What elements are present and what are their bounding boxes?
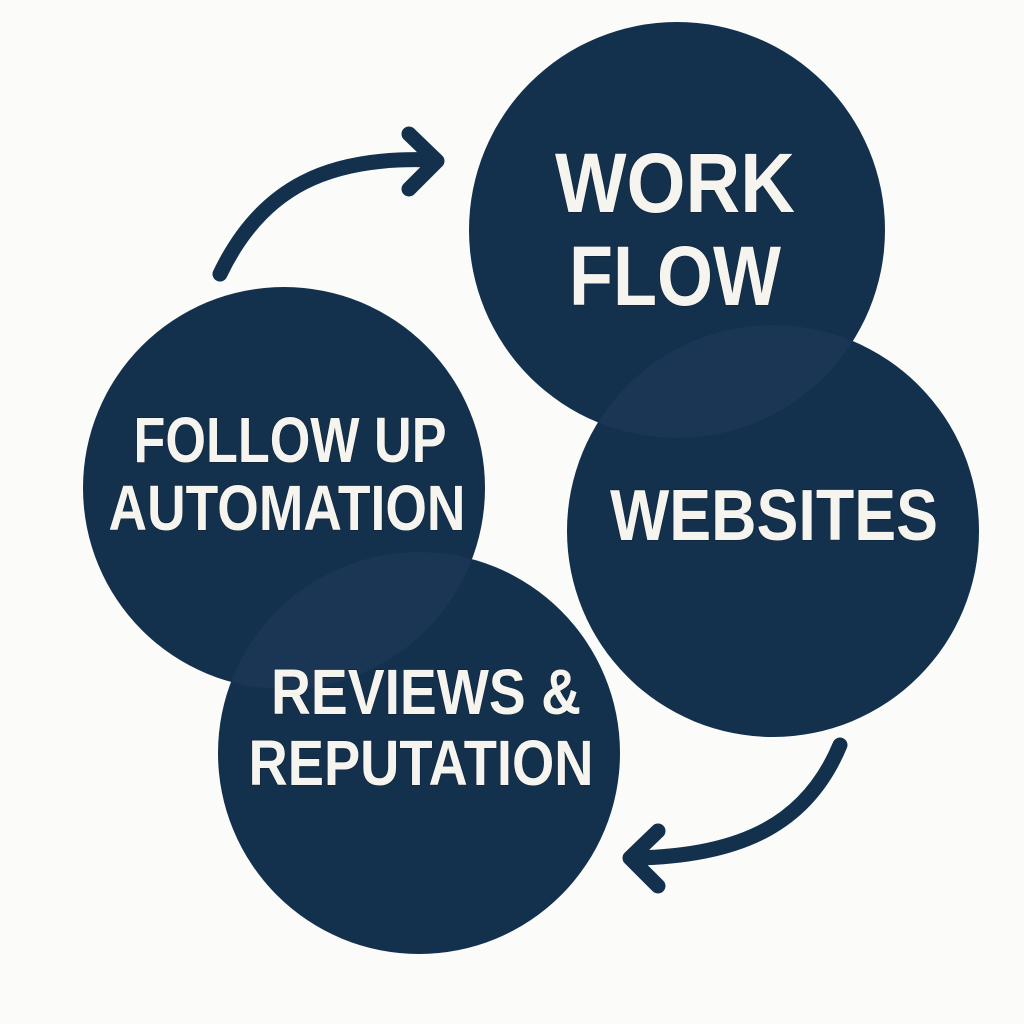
arrow-shaft [627, 737, 848, 866]
arrowhead-right-icon [401, 126, 445, 197]
arrow-websites-to-reviews [622, 737, 848, 894]
workflow-label-line-2: FLOW [569, 229, 782, 323]
arrow-followup-to-workflow [212, 126, 445, 282]
node-reviews-reputation[interactable]: REVIEWS & REPUTATION [218, 552, 620, 954]
node-websites[interactable]: WEBSITES [567, 325, 979, 737]
websites-label: WEBSITES [610, 476, 938, 556]
workflow-label-line-1: WORK [555, 136, 795, 230]
node-follow-up-automation[interactable]: FOLLOW UP AUTOMATION [83, 287, 485, 689]
arrow-shaft [212, 152, 440, 282]
overlap-highlight [218, 552, 485, 689]
reviews-label-line-1: REVIEWS & [271, 656, 581, 728]
node-workflow[interactable]: WORK FLOW [469, 22, 885, 438]
arrowhead-left-icon [622, 823, 666, 894]
follow-up-label-line-1: FOLLOW UP [134, 404, 447, 476]
follow-up-label-line-2: AUTOMATION [109, 472, 466, 544]
reviews-label-line-2: REPUTATION [249, 727, 594, 799]
